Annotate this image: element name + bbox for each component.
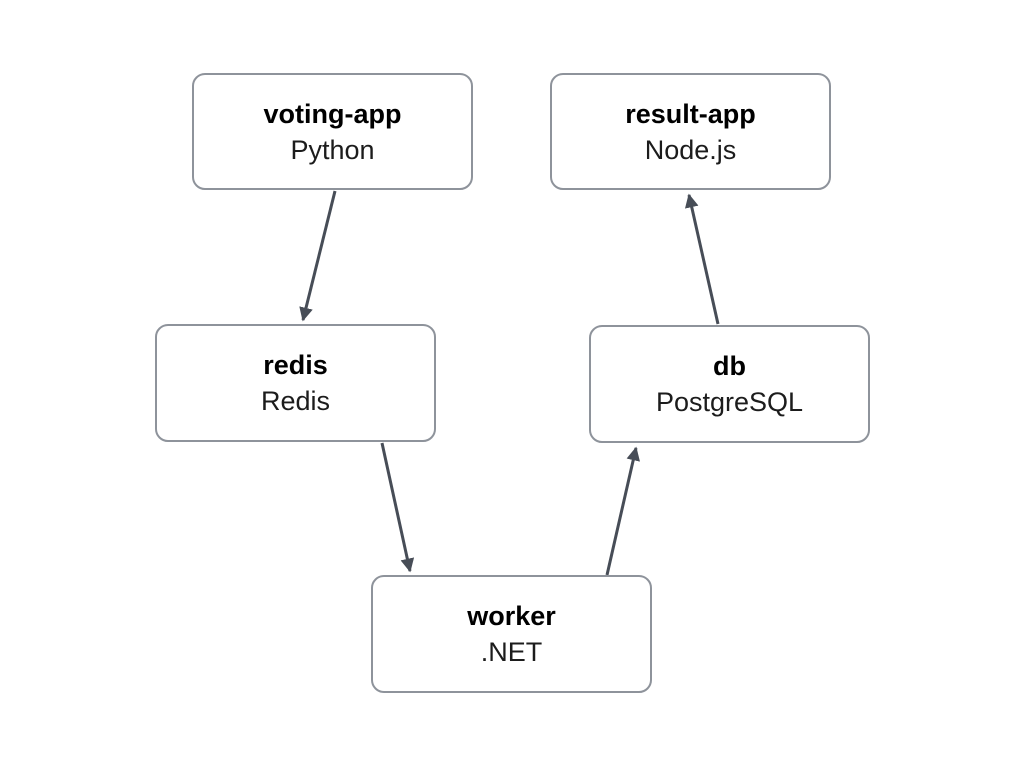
edge-db-to-result-app bbox=[684, 193, 720, 325]
node-title: redis bbox=[263, 350, 328, 380]
node-voting-app: voting-app Python bbox=[192, 73, 473, 190]
node-title: result-app bbox=[625, 98, 756, 129]
node-title: voting-app bbox=[263, 98, 402, 129]
node-subtitle: PostgreSQL bbox=[655, 387, 804, 417]
node-worker: worker .NET bbox=[371, 575, 652, 693]
edge-worker-to-db bbox=[605, 446, 640, 576]
node-subtitle: .NET bbox=[480, 637, 543, 667]
edge-redis-to-worker bbox=[380, 442, 415, 573]
node-result-app: result-app Node.js bbox=[550, 73, 831, 190]
node-title: db bbox=[713, 351, 746, 381]
node-subtitle: Python bbox=[290, 134, 375, 165]
node-subtitle: Node.js bbox=[644, 134, 737, 165]
node-db: db PostgreSQL bbox=[589, 325, 870, 443]
node-title: worker bbox=[467, 601, 556, 631]
node-redis: redis Redis bbox=[155, 324, 436, 442]
node-subtitle: Redis bbox=[260, 386, 331, 416]
edge-voting-app-to-redis bbox=[299, 190, 337, 322]
